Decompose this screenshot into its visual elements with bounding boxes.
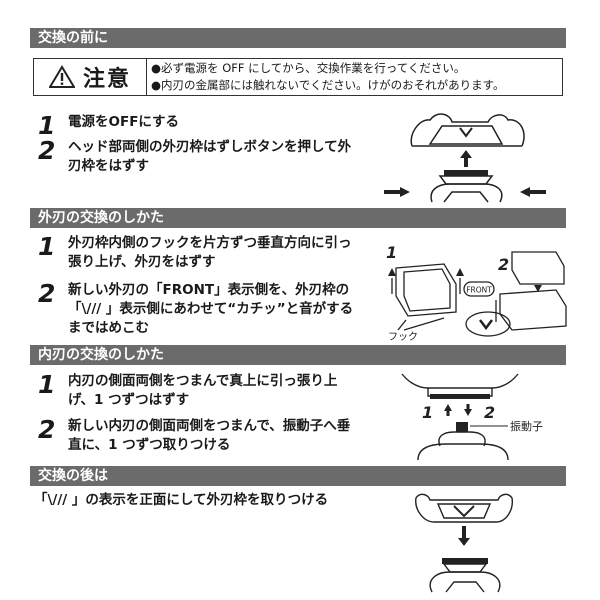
step-text: 電源をOFFにする <box>68 114 180 130</box>
step-text: 外刃枠内側のフックを片方ずつ垂直方向に引っ張り上げ、外刃をはずす <box>68 235 352 270</box>
step-text: 新しい内刃の側面両側をつまんで、振動子へ垂直に、1 つずつ取りつける <box>68 418 351 453</box>
inner-figure-num-2: 2 <box>484 403 495 422</box>
section-header-outer: 外刃の交換のしかた <box>30 208 566 228</box>
inner-figure-num-1: 1 <box>422 403 433 422</box>
vibrator-label: 振動子 <box>510 419 543 433</box>
caution-line-1: ●必ず電源を OFF にしてから、交換作業を行ってください。 <box>151 61 466 75</box>
outer-step-1: 1 外刃枠内側のフックを片方ずつ垂直方向に引っ張り上げ、外刃をはずす <box>38 234 358 272</box>
outer-step-2: 2 新しい外刃の「FRONT」表示側を、外刃枠の「\/// 」表示側にあわせて“… <box>38 281 358 338</box>
after-text: 「\/// 」の表示を正面にして外刃枠を取りつける <box>34 492 329 508</box>
step-text: 内刃の側面両側をつまんで真上に引っ張り上げ、1 つずつはずす <box>68 373 338 408</box>
caution-header: 注意 <box>34 59 147 95</box>
step-text: ヘッド部両側の外刃枠はずしボタンを押して外刃枠をはずす <box>68 139 352 174</box>
figure-outer-blade: 1 2 FRONT フック <box>386 243 567 342</box>
figure-step-2-label: 2 <box>498 255 509 274</box>
caution-box: 注意 ●必ず電源を OFF にしてから、交換作業を行ってください。 ●内刃の金属… <box>33 58 563 96</box>
before-step-1: 1 電源をOFFにする <box>38 113 358 139</box>
before-step-2: 2 ヘッド部両側の外刃枠はずしボタンを押して外刃枠をはずす <box>38 138 358 176</box>
figure-attach-frame <box>415 493 513 593</box>
figure-remove-frame <box>384 113 546 203</box>
caution-line-2: ●内刃の金属部には触れないでください。けがのおそれがあります。 <box>151 78 505 92</box>
step-number: 1 <box>38 111 56 140</box>
warning-icon <box>48 65 75 88</box>
step-number: 2 <box>38 279 56 308</box>
step-number: 2 <box>38 136 56 165</box>
step-number: 2 <box>38 415 56 444</box>
caution-text: ●必ず電源を OFF にしてから、交換作業を行ってください。 ●内刃の金属部には… <box>147 59 562 95</box>
step-number: 1 <box>38 370 56 399</box>
section-header-after: 交換の後は <box>30 466 566 486</box>
caution-label: 注意 <box>82 67 131 92</box>
step-number: 1 <box>38 232 56 261</box>
front-label: FRONT <box>466 286 492 295</box>
inner-step-2: 2 新しい内刃の側面両側をつまんで、振動子へ垂直に、1 つずつ取りつける <box>38 417 358 455</box>
hook-label: フック <box>388 331 418 342</box>
step-text: 新しい外刃の「FRONT」表示側を、外刃枠の「\/// 」表示側にあわせて“カチ… <box>68 282 354 336</box>
figure-step-1-label: 1 <box>386 243 397 262</box>
inner-step-1: 1 内刃の側面両側をつまんで真上に引っ張り上げ、1 つずつはずす <box>38 372 358 410</box>
section-header-inner: 内刃の交換のしかた <box>30 345 566 365</box>
section-header-before: 交換の前に <box>30 28 566 48</box>
figure-inner-blade: 1 2 振動子 <box>401 373 543 461</box>
after-instruction: 「\/// 」の表示を正面にして外刃枠を取りつける <box>34 491 354 510</box>
